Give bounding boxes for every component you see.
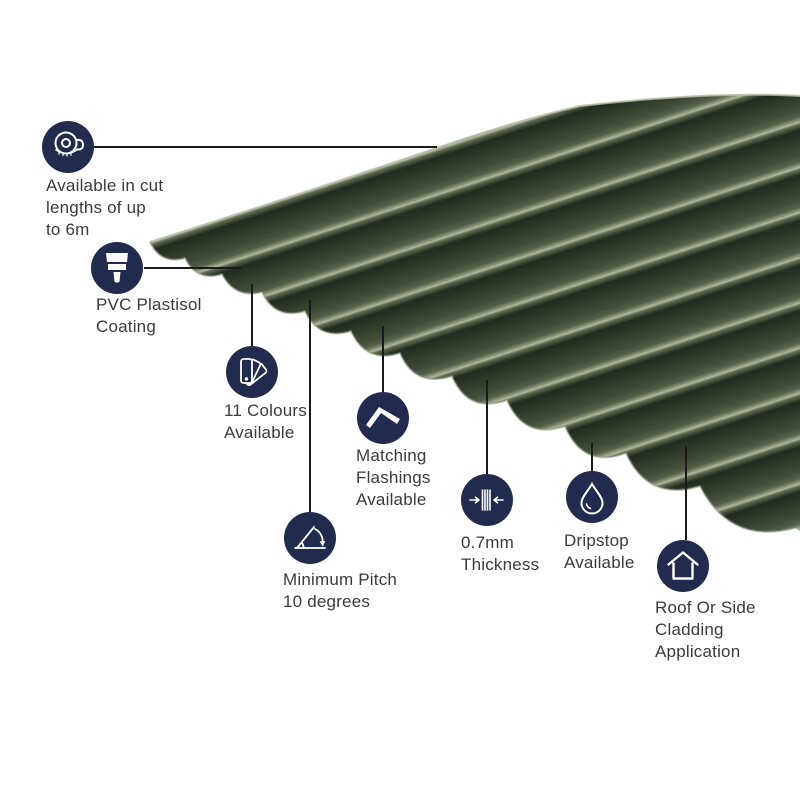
callout-label-line: 11 Colours (224, 401, 307, 420)
callout-label-line: Coating (96, 317, 156, 336)
callout-label-line: Available (356, 490, 427, 509)
thickness-gauge-icon (469, 489, 504, 511)
pitch-label: Minimum Pitch 10 degrees (283, 569, 397, 613)
colours-label: 11 Colours Available (224, 400, 307, 444)
dripstop-badge (566, 471, 618, 523)
flashing-profile-icon (366, 407, 400, 428)
paint-brush-icon (106, 253, 128, 283)
colour-swatch-fan-icon (240, 358, 268, 387)
callout-label-line: Thickness (461, 555, 540, 574)
application-badge (657, 540, 709, 592)
sheet-edge-highlight (149, 241, 796, 533)
tape-measure-icon (54, 131, 84, 157)
colours-badge (226, 346, 278, 398)
dripstop-label: Dripstop Available (564, 530, 634, 574)
pitch-angle-icon (294, 526, 326, 549)
flashings-label: Matching Flashings Available (356, 445, 431, 511)
callout-label-line: lengths of up (46, 198, 146, 217)
callout-label-line: Matching (356, 446, 427, 465)
pvc-coating-label: PVC Plastisol Coating (96, 294, 202, 338)
callout-label-line: Flashings (356, 468, 431, 487)
callout-label-line: Cladding (655, 620, 724, 639)
flashings-badge (357, 392, 409, 444)
pvc-coating-badge (91, 242, 143, 294)
callout-label-line: PVC Plastisol (96, 295, 202, 314)
sheet-body (150, 94, 800, 532)
callout-label-line: 0.7mm (461, 533, 514, 552)
house-icon (667, 551, 699, 580)
callout-label-line: Roof Or Side (655, 598, 756, 617)
leader-lines (94, 146, 687, 540)
callout-label-line: Available (224, 423, 295, 442)
sheet-top-highlight (149, 93, 800, 243)
cut-lengths-badge (42, 121, 94, 173)
callout-label-line: Application (655, 642, 741, 661)
callout-label-line: 10 degrees (283, 592, 371, 611)
application-label: Roof Or Side Cladding Application (655, 597, 756, 663)
cut-lengths-label: Available in cut lengths of up to 6m (46, 175, 163, 241)
thickness-label: 0.7mm Thickness (461, 532, 539, 576)
callout-label-line: Dripstop (564, 531, 629, 550)
callout-label-line: Available in cut (46, 176, 164, 195)
callout-label-line: Available (564, 553, 635, 572)
callout-label-line: to 6m (46, 220, 90, 239)
thickness-badge (461, 474, 513, 526)
callout-label-line: Minimum Pitch (283, 570, 398, 589)
water-droplet-icon (580, 482, 604, 515)
pitch-badge (284, 512, 336, 564)
